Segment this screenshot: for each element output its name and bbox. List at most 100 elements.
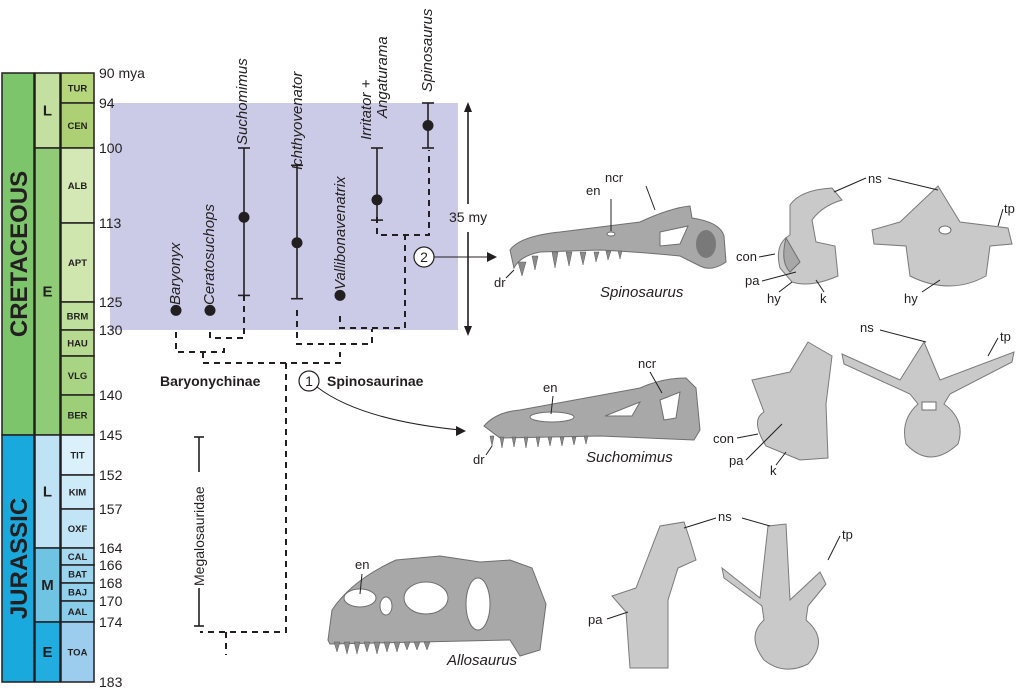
label-spino-tp: tp (1004, 201, 1015, 216)
label-sucho-tp: tp (1000, 329, 1011, 344)
stage-toa (60, 621, 95, 683)
label-sucho-vl-k: k (770, 463, 777, 478)
taxon-label-suchomimus: Suchomimus (234, 58, 251, 145)
taxon-label-vallibonavenatrix: Vallibonavenatrix (332, 176, 349, 290)
label-allo-ns: ns (718, 509, 732, 524)
span-arrow: 35 my (449, 102, 487, 336)
stage-label: TUR (68, 84, 88, 95)
taxon-range-vallibonavenatrix (334, 289, 346, 301)
allosaurus-vertebra-anterior-image: ns tp (683, 509, 853, 670)
occurrence-point (422, 120, 434, 131)
node-1-number: 1 (305, 373, 313, 389)
tick-label: 90 mya (99, 65, 145, 81)
epoch-label: L (43, 103, 52, 120)
suchomimus-vertebra-lateral-image: con pa k (713, 341, 833, 478)
label-allo-tp: tp (842, 527, 853, 542)
label-spino-vl-pa: pa (745, 273, 760, 288)
tick-label: 170 (99, 593, 123, 609)
taxon-label-spinosaurus: Spinosaurus (419, 8, 436, 92)
node-marker-2: 2 (413, 246, 497, 268)
spinosaurus-vertebra-anterior-image: ns tp hy (833, 171, 1015, 306)
node-2-number: 2 (420, 249, 428, 265)
stage-label: BRM (67, 312, 89, 323)
epoch-box (34, 621, 61, 683)
tick-label: 168 (99, 575, 123, 591)
stage-tur (60, 72, 95, 104)
tick-label: 166 (99, 557, 123, 573)
node-marker-1: 1 (298, 370, 466, 436)
tick-label: 145 (99, 427, 123, 443)
caption-suchomimus: Suchomimus (586, 449, 673, 466)
label-spino-en: en (586, 183, 600, 198)
stage-label: ALB (68, 181, 88, 192)
tick-label: 183 (99, 674, 123, 689)
stage-label: OXF (68, 524, 88, 535)
tick-label: 164 (99, 540, 123, 556)
label-sucho-en: en (543, 380, 557, 395)
stage-apt (60, 222, 95, 303)
tick-label: 125 (99, 294, 123, 310)
label-spino-vl-hy: hy (767, 291, 781, 306)
epoch-box (34, 147, 61, 436)
epoch-label: L (43, 484, 52, 501)
tick-label: 94 (99, 95, 115, 111)
clade-label-spinosaurinae: Spinosaurinae (327, 373, 424, 389)
taxon-label-ceratosuchops: Ceratosuchops (201, 204, 218, 305)
allosaurus-vertebra-lateral-image: pa (588, 521, 697, 669)
label-spino-va-hy: hy (904, 291, 918, 306)
taxon-range-ichthyovenator (291, 164, 303, 300)
stage-label: APT (68, 258, 87, 269)
taxon-label-irritator: Irritator + (358, 79, 375, 140)
stage-label: VLG (68, 371, 88, 382)
period-cretaceous (1, 72, 35, 436)
label-spino-vl-con: con (736, 249, 757, 264)
stage-vlg (60, 355, 95, 396)
tick-label: 174 (99, 614, 123, 630)
occurrence-point (334, 289, 346, 301)
taxon-range-ceratosuchops (204, 304, 216, 316)
label-sucho-ncr: ncr (638, 356, 657, 371)
label-allo-vl-pa: pa (588, 612, 603, 627)
stage-label: TOA (68, 648, 88, 659)
stage-label: CAL (68, 552, 88, 563)
stage-kim (60, 474, 95, 510)
taxon-label-baryonyx: Baryonyx (167, 242, 184, 305)
epoch-label: E (42, 284, 52, 301)
tick-label: 152 (99, 467, 123, 483)
stage-label: BAJ (68, 588, 87, 599)
tick-label: 157 (99, 501, 123, 517)
megalosauridae-range: Megalosauridae (191, 436, 207, 627)
label-sucho-vl-pa: pa (729, 453, 744, 468)
span-label: 35 my (449, 209, 487, 225)
allosaurus-skull-image: en Allosaurus (327, 555, 547, 669)
stage-label: KIM (69, 488, 87, 499)
tick-label: 113 (99, 215, 122, 231)
stage-label: BER (67, 411, 87, 422)
tick-label: 130 (99, 322, 123, 338)
epoch-label: E (42, 644, 52, 661)
taxon-range-baryonyx (170, 304, 182, 316)
epoch-box (34, 547, 61, 623)
label-sucho-ns: ns (860, 320, 874, 335)
label-sucho-vl-con: con (713, 431, 734, 446)
stage-label: BAT (68, 570, 87, 581)
period-label: JURASSIC (6, 498, 33, 619)
caption-allosaurus: Allosaurus (446, 652, 518, 669)
occurrence-point (238, 211, 250, 223)
geologic-timescale: CRETACEOUSJURASSICLELMETURCENALBAPTBRMHA… (1, 72, 95, 683)
label-spino-dr: dr (494, 275, 506, 290)
stage-label: AAL (68, 607, 88, 618)
cladogram-branches (175, 150, 430, 655)
stage-alb (60, 147, 95, 224)
label-spino-ncr: ncr (605, 170, 624, 185)
tick-label: 100 (99, 140, 123, 156)
label-sucho-dr: dr (473, 452, 485, 467)
spinosaurus-vertebra-lateral-image: con pa hy k (736, 187, 843, 306)
taxon-label-angaturama: Angaturama (374, 36, 391, 119)
caption-spinosaurus: Spinosaurus (600, 284, 684, 301)
megalosauridae-label: Megalosauridae (191, 486, 207, 586)
time-highlight-band (110, 103, 458, 330)
tick-label: 140 (99, 387, 123, 403)
